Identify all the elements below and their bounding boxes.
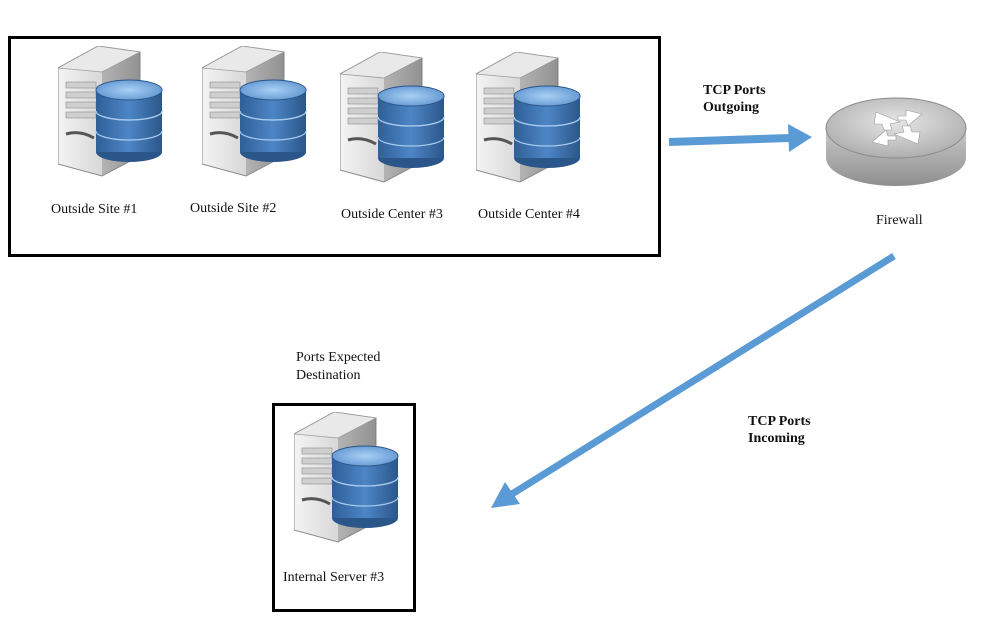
server-label-outside-site-2: Outside Site #2 — [190, 201, 277, 216]
server-outside-center-3-icon — [340, 52, 446, 184]
server-label-internal-3: Internal Server #3 — [283, 570, 385, 585]
incoming-arrow — [491, 253, 896, 508]
outgoing-arrow — [668, 124, 812, 152]
incoming-label-line-2: Incoming — [748, 431, 805, 446]
incoming-label-line-1: TCP Ports — [748, 414, 811, 429]
server-outside-site-1-icon — [58, 46, 164, 178]
destination-caption-line-2: Destination — [296, 368, 361, 383]
server-label-outside-center-4: Outside Center #4 — [478, 207, 580, 222]
firewall-router-icon — [825, 97, 967, 186]
server-label-outside-center-3: Outside Center #3 — [341, 207, 443, 222]
server-label-outside-site-1: Outside Site #1 — [51, 202, 138, 217]
outgoing-label-line-1: TCP Ports — [703, 83, 766, 98]
server-outside-site-2-icon — [202, 46, 308, 178]
firewall-label: Firewall — [876, 213, 923, 228]
server-internal-3-icon — [294, 412, 400, 544]
server-outside-center-4-icon — [476, 52, 582, 184]
outgoing-label-line-2: Outgoing — [703, 100, 760, 115]
destination-caption-line-1: Ports Expected — [296, 350, 381, 365]
